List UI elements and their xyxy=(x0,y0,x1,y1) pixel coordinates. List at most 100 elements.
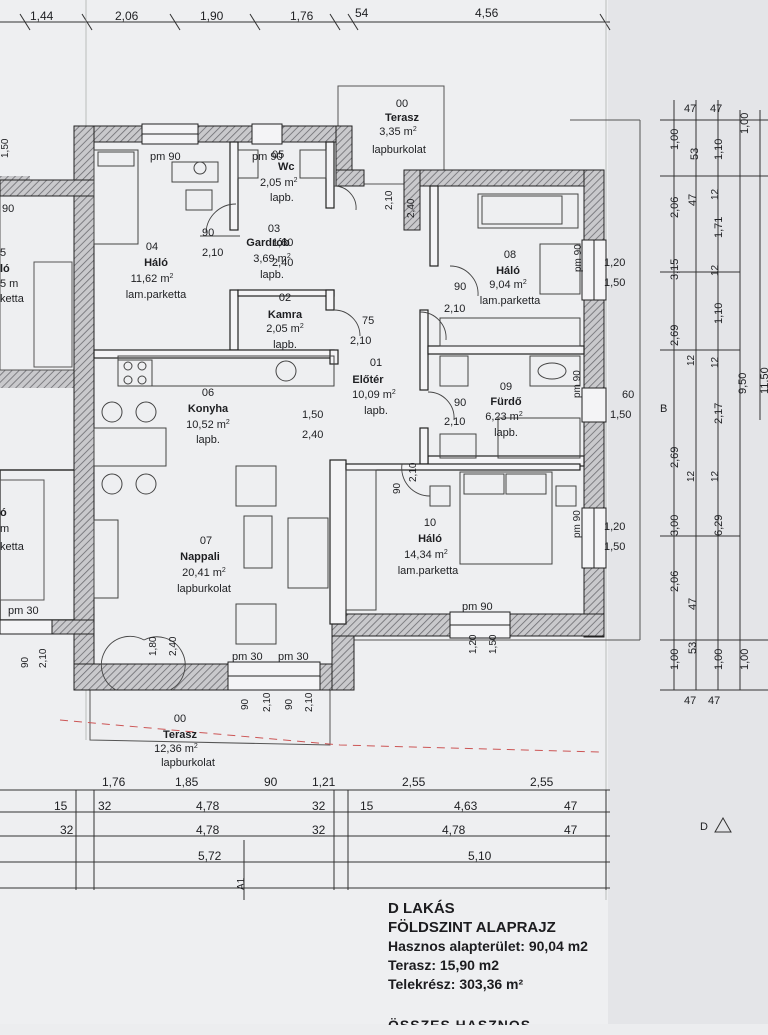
net-area: Hasznos alapterület: 90,04 m2 xyxy=(388,938,588,954)
top-dim-1: 1,44 xyxy=(30,9,54,23)
top-dim-4: 1,76 xyxy=(290,9,314,23)
door-label: 2,10 xyxy=(408,462,419,482)
room-floor: lam.parketta xyxy=(126,289,187,301)
room-floor: lapb. xyxy=(270,192,294,204)
room-02-pantry: 02 Kamra 2,05 m2 lapb. xyxy=(266,292,304,351)
room-floor: lapb. xyxy=(273,339,297,351)
bottom-dim: 2,55 xyxy=(402,775,426,789)
right-dim: 12 xyxy=(686,470,697,482)
right-dim: 1,00 xyxy=(669,129,681,150)
door-label: 90 xyxy=(392,482,403,494)
room-area: 10,52 m xyxy=(186,419,226,431)
door-label: 2,10 xyxy=(384,190,395,210)
svg-text:10,09 m2: 10,09 m2 xyxy=(352,389,396,401)
door-label: 2,40 xyxy=(406,198,417,218)
bottom-dim: 4,63 xyxy=(454,799,478,813)
window-label: 1,50 xyxy=(604,541,625,553)
door-label: 90 xyxy=(454,397,466,409)
svg-text:11,62 m2: 11,62 m2 xyxy=(131,273,174,285)
right-dim: 47 xyxy=(687,194,699,206)
door-label: pm 90 xyxy=(150,151,181,163)
room-area: 9,04 m xyxy=(489,279,523,291)
right-dim: 1,10 xyxy=(713,303,725,324)
title-block: D LAKÁS FÖLDSZINT ALAPRAJZ Hasznos alapt… xyxy=(388,899,768,1025)
right-dim: 2,69 xyxy=(669,325,681,346)
bottom-dim: 1,21 xyxy=(312,775,336,789)
section-label: D xyxy=(700,821,708,833)
left-label-7: ketta xyxy=(0,541,25,553)
paper-shadow xyxy=(608,0,768,1024)
right-dim: 1,00 xyxy=(713,649,725,670)
svg-text:14,34 m2: 14,34 m2 xyxy=(404,549,448,561)
room-area: 12,36 m xyxy=(154,743,194,755)
svg-text:3,69 m2: 3,69 m2 xyxy=(253,253,291,265)
bottom-dim: 47 xyxy=(564,823,578,837)
door-label: 2,10 xyxy=(202,247,223,259)
window-label: pm 90 xyxy=(573,244,584,272)
room-area: 2,05 m xyxy=(260,177,294,189)
room-number: 05 xyxy=(272,149,284,161)
right-dim: 47 xyxy=(684,695,696,707)
svg-text:2,05 m2: 2,05 m2 xyxy=(266,323,304,335)
right-dim: 2,17 xyxy=(713,403,725,424)
room-labels: 00 Terasz 3,35 m2 lapburkolat 04 Háló 11… xyxy=(126,98,541,769)
svg-text:3,35 m2: 3,35 m2 xyxy=(379,126,417,138)
bottom-dim: 47 xyxy=(564,799,578,813)
door-label: 2,10 xyxy=(304,692,315,712)
right-dim: 47 xyxy=(708,695,720,707)
right-dim: 12 xyxy=(710,264,721,276)
top-dim-6: 4,56 xyxy=(475,6,499,20)
right-dim: 47 xyxy=(687,598,699,610)
plan-subtitle: FÖLDSZINT ALAPRAJZ xyxy=(388,919,556,936)
exterior-walls xyxy=(0,125,605,691)
door-label: 2,10 xyxy=(444,416,465,428)
room-floor: lapb. xyxy=(196,434,220,446)
door-label: 1,50 xyxy=(302,409,323,421)
room-10-bedroom: 10 Háló 14,34 m2 lam.parketta xyxy=(398,517,459,577)
door-label: pm 30 xyxy=(278,651,309,663)
bottom-dim: 4,78 xyxy=(196,799,220,813)
room-floor: lam.parketta xyxy=(398,565,459,577)
cut-off-heading: ÖSSZES HASZNOS xyxy=(388,1017,532,1033)
bottom-dim: 15 xyxy=(54,799,68,813)
left-label-1: 5 xyxy=(0,247,6,259)
bottom-dim: 2,55 xyxy=(530,775,554,789)
furniture xyxy=(93,149,581,645)
right-dim: 12 xyxy=(710,188,721,200)
door-swings xyxy=(100,185,479,691)
room-floor: lam.parketta xyxy=(480,295,541,307)
room-floor: lapb. xyxy=(364,405,388,417)
terrace-area: Terasz: 15,90 m2 xyxy=(388,957,500,973)
window-label: pm 90 xyxy=(572,370,583,398)
left-label-4: ketta xyxy=(0,293,25,305)
bottom-dim: 15 xyxy=(360,799,374,813)
window-label: 1,50 xyxy=(610,409,631,421)
right-dim: 2,06 xyxy=(669,571,681,592)
bottom-dim: 1,76 xyxy=(102,775,126,789)
room-name: Konyha xyxy=(188,403,229,415)
door-label: 2,10 xyxy=(262,692,273,712)
door-label: 1,80 xyxy=(148,636,159,656)
door-label: 75 xyxy=(362,315,374,327)
right-dim: 1,10 xyxy=(713,139,725,160)
right-dim: 2,06 xyxy=(669,197,681,218)
room-08-bedroom: 08 Háló 9,04 m2 lam.parketta xyxy=(480,249,541,307)
left-dim-1: 1,50 xyxy=(0,138,11,158)
room-area: 2,05 m xyxy=(266,323,300,335)
room-name: Nappali xyxy=(180,551,220,563)
bottom-dimension-chains xyxy=(0,789,610,890)
svg-text:12,36 m2: 12,36 m2 xyxy=(154,743,198,755)
room-area: 20,41 m xyxy=(182,567,222,579)
room-area: 6,23 m xyxy=(485,411,519,423)
room-name: Háló xyxy=(418,533,442,545)
windows xyxy=(0,123,607,691)
section-marker: B xyxy=(660,403,667,415)
left-door-label: pm 30 xyxy=(8,605,39,617)
left-label-2: ló xyxy=(0,263,10,275)
right-dim: 12 xyxy=(710,470,721,482)
room-floor: lapburkolat xyxy=(161,757,215,769)
room-area: 10,09 m xyxy=(352,389,392,401)
right-dim: 3,00 xyxy=(669,515,681,536)
